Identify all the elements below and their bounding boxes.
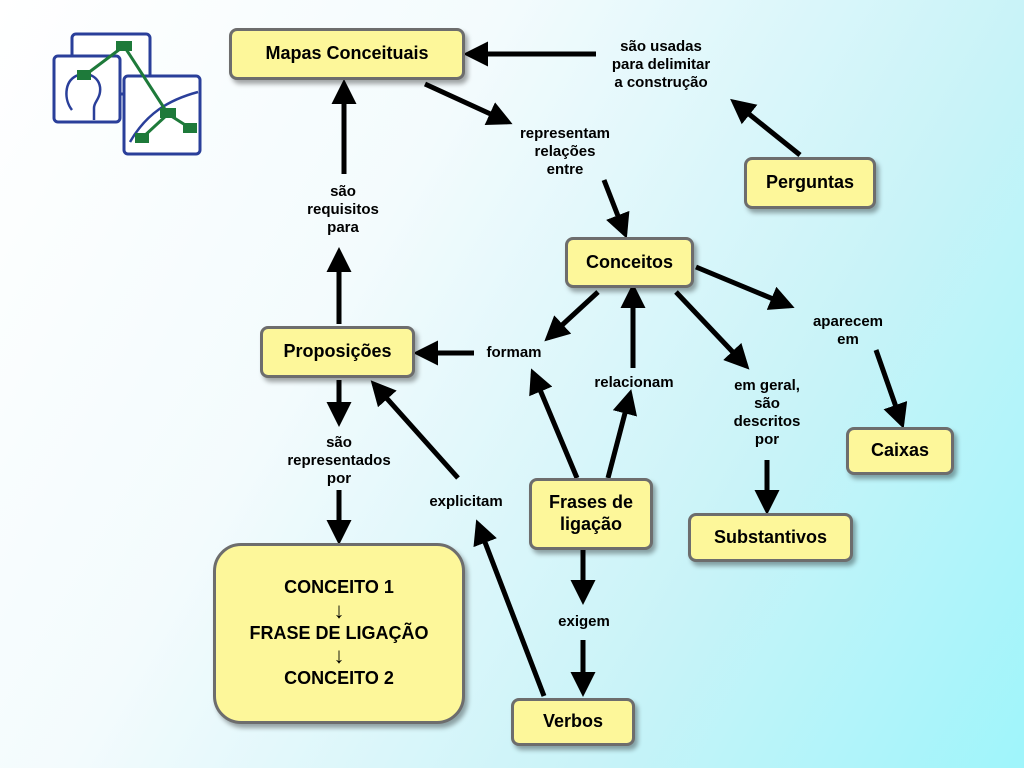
example-concept-2: CONCEITO 2: [284, 668, 394, 689]
arrow-conceitos-to-emgeral: [674, 290, 750, 370]
arrow-conceitos-to-formam: [544, 290, 600, 342]
down-arrow-icon: ↓: [333, 643, 345, 669]
arrow-conceitos-to-aparecem: [695, 264, 795, 310]
concept-substantivos[interactable]: Substantivos: [688, 513, 853, 562]
concept-map-logo-icon: [52, 32, 202, 156]
concept-caixas[interactable]: Caixas: [846, 427, 954, 475]
arrow-representam-to-conceitos: [601, 179, 630, 239]
arrow-verbos-to-explicitam: [473, 519, 547, 697]
arrow-frases-to-formam: [529, 368, 580, 479]
example-linking-phrase: FRASE DE LIGAÇÃO: [249, 622, 429, 643]
link-exigem: exigem: [558, 613, 610, 630]
concept-mapas-conceituais[interactable]: Mapas Conceituais: [229, 28, 465, 80]
arrow-perguntas-to-usadas: [730, 98, 802, 157]
down-arrow-icon: ↓: [333, 597, 345, 623]
concept-proposicoes[interactable]: Proposições: [260, 326, 415, 378]
concept-conceitos[interactable]: Conceitos: [565, 237, 694, 288]
arrow-frases-to-relacionam: [605, 389, 638, 479]
link-relacionam: relacionam: [594, 374, 674, 391]
link-formam: formam: [486, 344, 542, 361]
arrow-aparecem-to-caixas: [873, 349, 908, 429]
arrow-mapas-to-representam: [423, 81, 513, 126]
example-proposition-box[interactable]: CONCEITO 1 ↓ FRASE DE LIGAÇÃO ↓ CONCEITO…: [213, 543, 465, 724]
arrow-explicitam-to-proposicoes: [370, 380, 460, 480]
concept-frases-de-ligacao[interactable]: Frases de ligação: [529, 478, 653, 550]
example-concept-1: CONCEITO 1: [284, 576, 394, 597]
concept-verbos[interactable]: Verbos: [511, 698, 635, 746]
concept-perguntas[interactable]: Perguntas: [744, 157, 876, 209]
link-explicitam: explicitam: [429, 493, 503, 510]
